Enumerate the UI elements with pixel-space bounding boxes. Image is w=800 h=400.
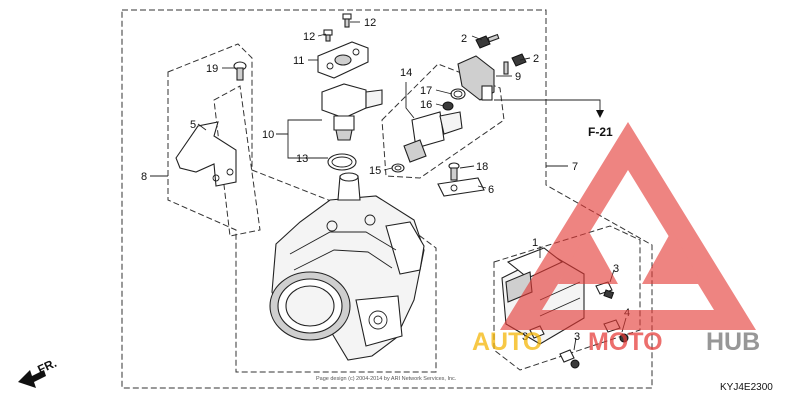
callout-14: 14 — [400, 67, 412, 79]
callout-12-b: 12 — [303, 31, 315, 43]
callout-15: 15 — [369, 165, 381, 177]
throttle-body-part — [269, 172, 425, 361]
callout-3-c: 3 — [574, 331, 580, 343]
screw-12-b-part — [323, 29, 333, 42]
bolt-2-b-part — [503, 53, 527, 75]
sensor-plate-part — [317, 41, 369, 79]
diagram-frame — [121, 9, 653, 389]
o-ring-16-part — [442, 101, 454, 111]
bolt-2-a-part — [475, 33, 500, 49]
callout-3-a: 3 — [613, 263, 619, 275]
screw-12-a-part — [342, 13, 352, 28]
watermark-text-c: HUB — [706, 328, 760, 356]
clamp-6-part — [437, 177, 485, 197]
bolt-19-part — [233, 61, 247, 81]
watermark-inner-triangle-icon — [558, 230, 702, 284]
direction-arrow-icon: FR. — [18, 356, 59, 388]
reference-f21-label: F-21 — [588, 125, 613, 139]
injector-14-part — [403, 111, 463, 163]
bracket-5-part — [175, 121, 237, 187]
sensor-unit-part — [321, 83, 383, 141]
callout-8: 8 — [141, 171, 147, 183]
seal-17-part — [450, 88, 466, 100]
callout-5: 5 — [190, 119, 196, 131]
screw-3-a-part — [595, 281, 615, 300]
callout-6: 6 — [488, 184, 494, 196]
callout-3-b: 3 — [522, 331, 528, 343]
copyright-text: Page design (c) 2004-2014 by ARI Network… — [316, 376, 457, 382]
callout-10: 10 — [262, 129, 274, 141]
bolt-18-part — [448, 162, 460, 181]
watermark-triangle-icon — [500, 122, 756, 330]
callout-16: 16 — [420, 99, 432, 111]
callout-11: 11 — [293, 55, 304, 67]
watermark-logo — [500, 122, 756, 330]
assembly-outline-10 — [213, 85, 261, 237]
callout-12-a: 12 — [364, 17, 376, 29]
callout-1: 1 — [532, 237, 538, 249]
o-ring-13-part — [327, 153, 357, 171]
o-ring-15-part — [391, 163, 405, 173]
callout-19: 19 — [206, 63, 218, 75]
direction-label: FR. — [35, 356, 58, 377]
callout-2-b: 2 — [533, 53, 539, 65]
callout-7: 7 — [572, 161, 578, 173]
watermark-text-a: AUTO — [472, 328, 542, 356]
leader-lines — [150, 21, 627, 351]
assembly-outline-8 — [167, 43, 437, 373]
watermark-text: AUTO MOTO HUB — [472, 328, 760, 356]
callout-17: 17 — [420, 85, 432, 97]
diagram-code: KYJ4E2300 — [720, 382, 773, 393]
callout-9: 9 — [515, 71, 521, 83]
callout-18: 18 — [476, 161, 488, 173]
screw-3-b-part — [559, 349, 580, 369]
callout-13: 13 — [296, 153, 308, 165]
connector-9-part — [457, 55, 495, 101]
watermark-text-b: MOTO — [588, 328, 663, 356]
callout-2-a: 2 — [461, 33, 467, 45]
